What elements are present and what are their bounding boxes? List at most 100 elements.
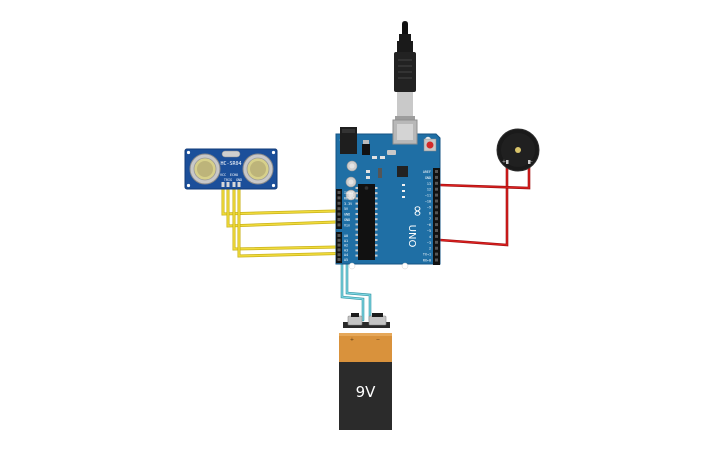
header-pin[interactable] [435, 170, 438, 173]
piezo-buzzer[interactable]: + − [496, 128, 540, 172]
pin-label: A5 [344, 258, 348, 262]
led-indicator [402, 196, 405, 198]
pin-label: 4 [429, 235, 431, 239]
pin-label: ~5 [427, 229, 431, 233]
header-pin[interactable] [435, 240, 438, 244]
pin-label: GND [344, 218, 350, 222]
digital-header[interactable] [433, 168, 440, 265]
pin-label: ~10 [425, 200, 431, 204]
pin-label: 3.3V [344, 202, 352, 206]
pin-label: 8 [429, 211, 431, 215]
dc-power-jack[interactable] [340, 127, 357, 154]
pin-label: 7 [429, 217, 431, 221]
pin-label: GND [344, 213, 350, 217]
transducer-right [242, 153, 274, 185]
chip-pins [355, 187, 358, 257]
battery-9v[interactable]: + − 9V [339, 313, 392, 430]
header-pin[interactable] [435, 246, 438, 250]
power-header[interactable] [336, 189, 342, 229]
ultrasonic-sensor[interactable]: HC-SR04 VCC TRIG ECHO GND [184, 148, 278, 190]
header-pin[interactable] [337, 201, 341, 205]
buzzer-negative-label: − [529, 159, 533, 165]
transducer-left [189, 153, 221, 185]
pin-label: A0 [344, 234, 348, 238]
header-pin[interactable] [337, 196, 341, 200]
header-pin[interactable] [435, 205, 438, 209]
header-pin[interactable] [435, 211, 438, 215]
board-model-label: UNO [406, 225, 417, 248]
battery-negative-label: − [376, 337, 380, 343]
header-pin[interactable] [435, 252, 438, 256]
pin-label: ~6 [427, 223, 431, 227]
pin-label: A4 [344, 253, 348, 257]
atmega-microcontroller [358, 184, 375, 260]
battery-voltage-label: 9V [356, 383, 377, 401]
chip-pins [375, 187, 378, 257]
crystal [387, 150, 396, 155]
header-pin[interactable] [337, 234, 341, 237]
reset-button[interactable] [423, 138, 437, 152]
header-pin[interactable] [337, 238, 341, 242]
header-pin[interactable] [337, 212, 341, 216]
pin-label: 12 [427, 188, 431, 192]
wire-buzzer-positive[interactable] [438, 161, 509, 247]
header-pin[interactable] [337, 218, 341, 221]
led-indicator [402, 190, 405, 192]
header-pin[interactable] [435, 181, 438, 185]
pin-label: RX←0 [423, 259, 431, 263]
pin-label: A1 [344, 239, 348, 243]
usb-interface-chip [397, 166, 408, 177]
pin-label: A3 [344, 248, 348, 252]
pin-label: ~9 [427, 205, 431, 209]
arduino-logo-icon: ∞ [409, 205, 427, 218]
pin-label: 2 [429, 247, 431, 251]
sensor-pin-label: ECHO [230, 173, 238, 177]
sensor-pin-label: TRIG [224, 178, 232, 182]
header-pin[interactable] [435, 199, 438, 203]
sensor-label: HC-SR04 [220, 161, 241, 167]
battery-terminal-positive[interactable] [347, 315, 363, 326]
header-pin[interactable] [435, 234, 438, 238]
pin-label: ~11 [425, 194, 431, 198]
voltage-regulator [362, 144, 370, 155]
wire-battery-positive[interactable] [340, 260, 365, 322]
header-pin[interactable] [337, 243, 341, 247]
pin-label: TX→1 [423, 253, 431, 257]
header-pin[interactable] [337, 223, 341, 227]
battery-positive-label: + [350, 337, 354, 343]
pin-label: A2 [344, 244, 348, 248]
pin-label: GND [425, 176, 431, 180]
pin-label: Vin [344, 223, 350, 227]
sensor-pin-label: GND [236, 178, 242, 182]
header-pin[interactable] [435, 217, 438, 221]
header-pin[interactable] [435, 193, 438, 197]
header-pin[interactable] [435, 229, 438, 232]
header-pin[interactable] [337, 253, 341, 257]
pin-label: AREF [423, 170, 431, 174]
led-indicator [402, 184, 405, 186]
header-pin[interactable] [337, 191, 341, 194]
header-pin[interactable] [337, 258, 341, 261]
buzzer-terminal-positive[interactable] [506, 160, 509, 164]
capacitor [345, 189, 357, 201]
header-pin[interactable] [435, 223, 438, 227]
header-pin[interactable] [337, 207, 341, 211]
header-pin[interactable] [435, 258, 438, 262]
wire-battery-negative[interactable] [345, 260, 372, 322]
header-pin[interactable] [337, 248, 341, 252]
buzzer-terminal-negative[interactable] [528, 160, 531, 164]
usb-cable[interactable] [394, 21, 416, 120]
pin-label: 13 [427, 182, 431, 186]
header-pin[interactable] [435, 175, 438, 179]
wire-sensor-trig[interactable] [226, 183, 338, 228]
battery-terminal-negative[interactable] [368, 315, 387, 326]
sensor-pins[interactable] [221, 182, 241, 187]
capacitor [345, 176, 357, 188]
header-pin[interactable] [435, 187, 438, 191]
analog-header[interactable] [336, 232, 342, 263]
pin-label: RESET [344, 196, 354, 200]
